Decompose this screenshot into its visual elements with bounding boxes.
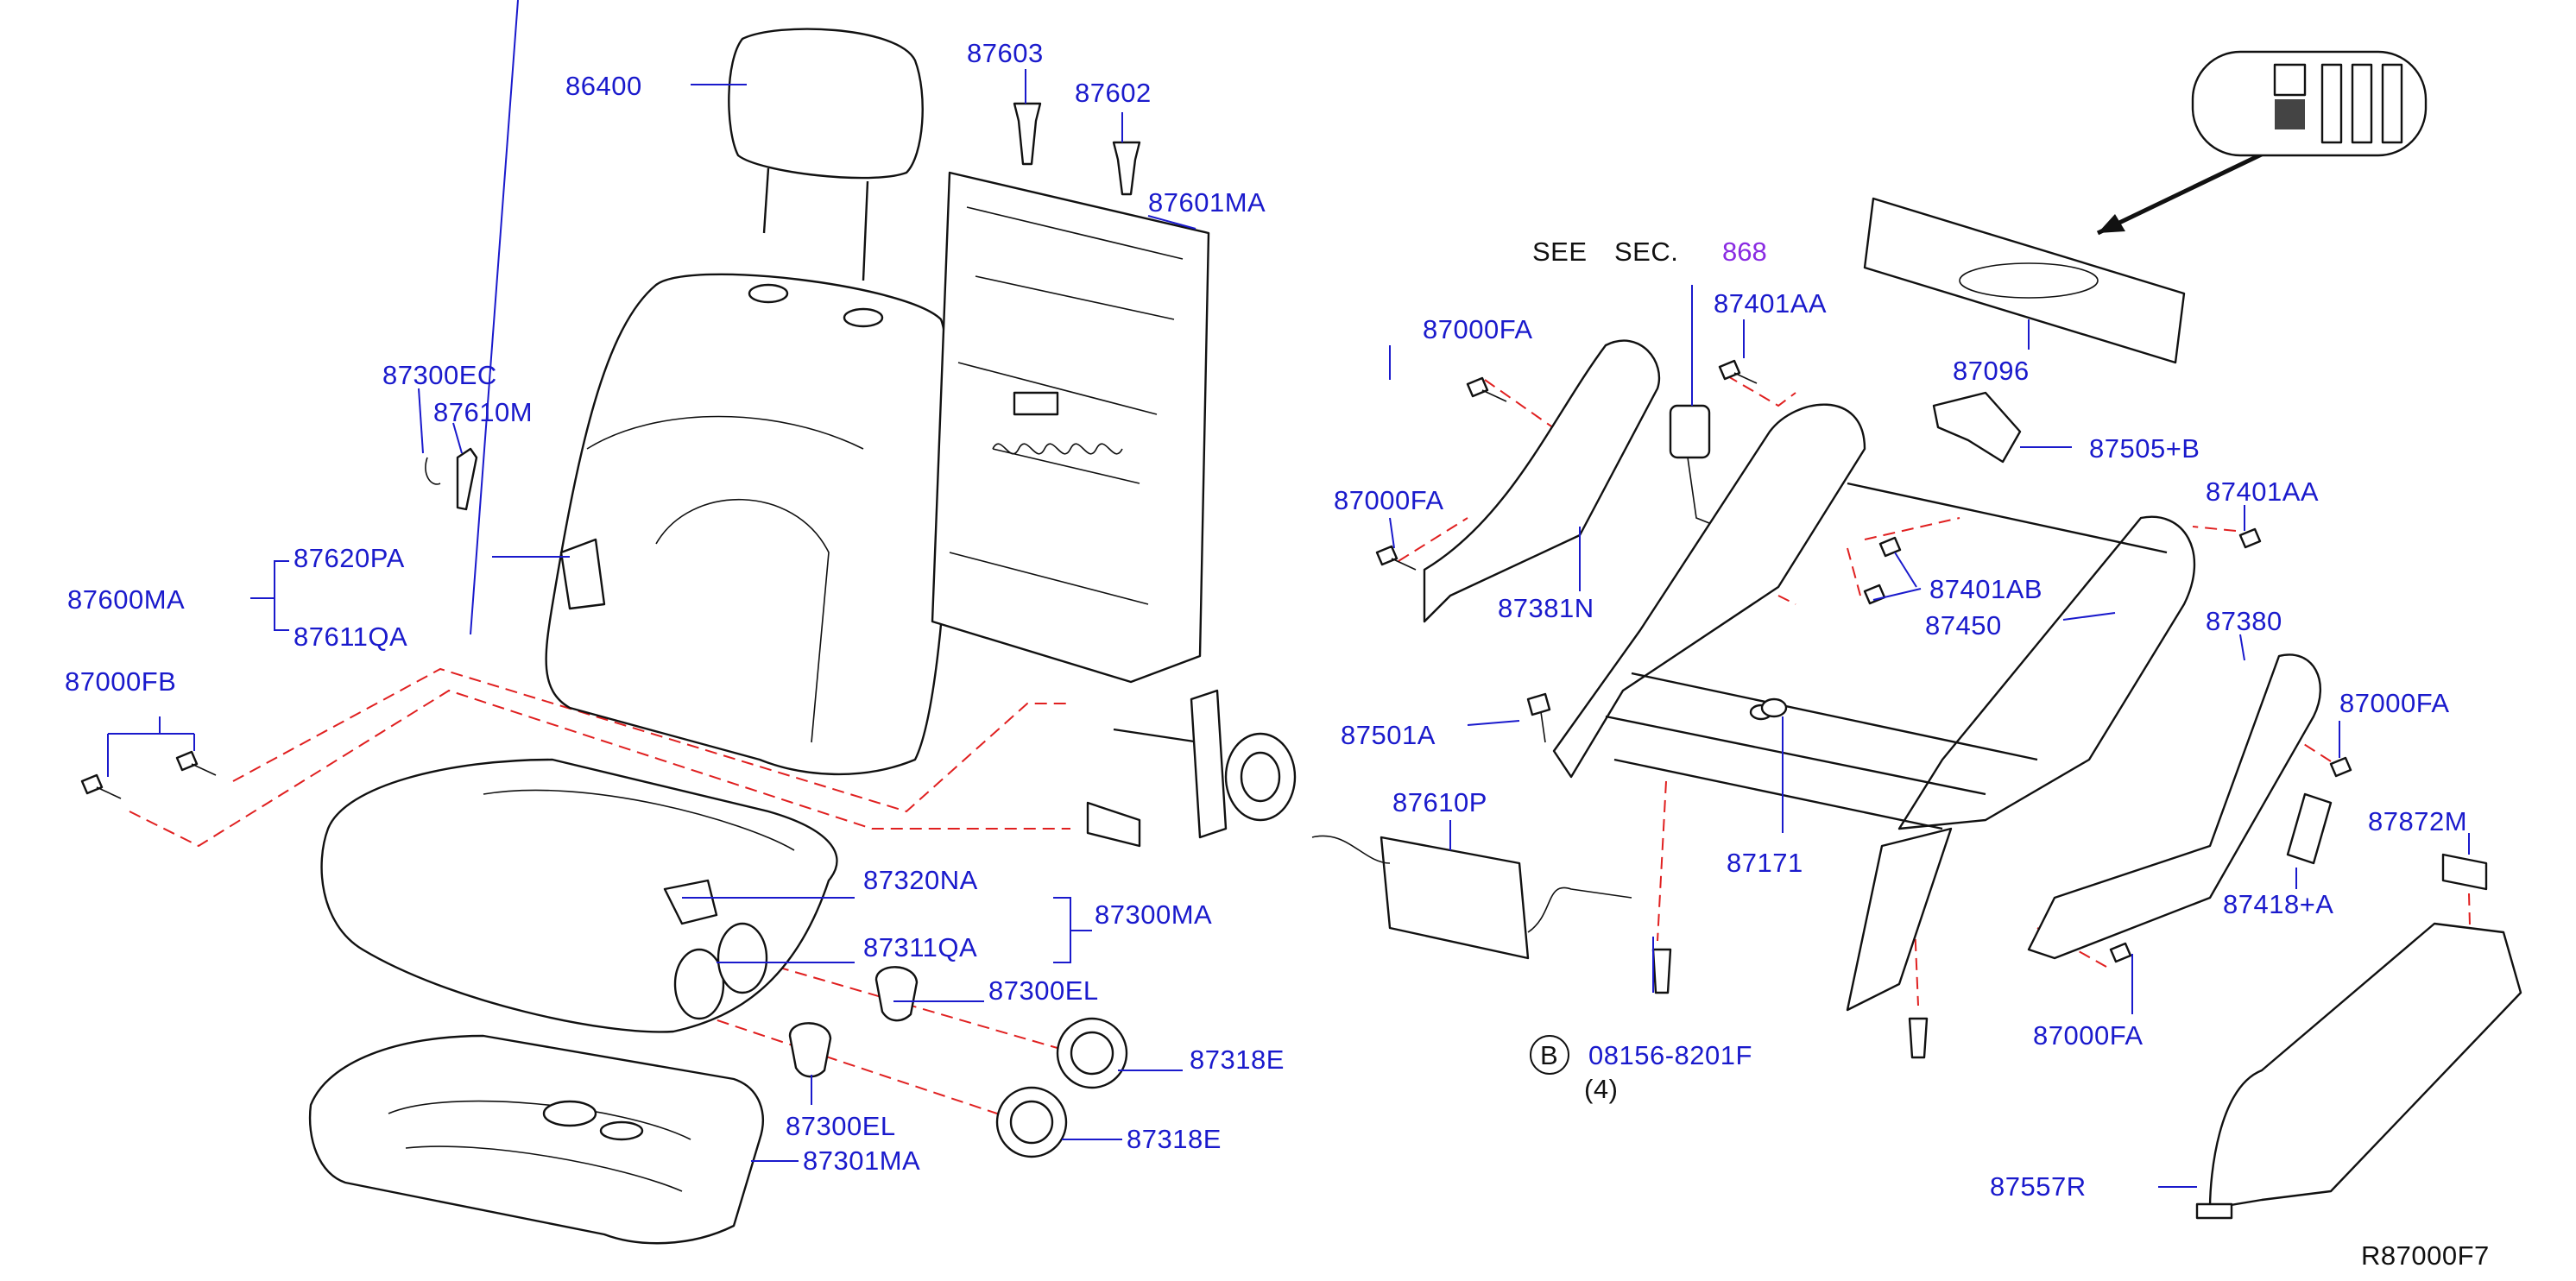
label-87000FA-1[interactable]: 87000FA xyxy=(1423,314,1533,344)
bolt-marker-b: B xyxy=(1540,1040,1558,1070)
label-87000FA-3[interactable]: 87000FA xyxy=(2339,688,2450,718)
label-87000FA-4[interactable]: 87000FA xyxy=(2033,1020,2144,1051)
guide-clips-part xyxy=(1013,102,1141,196)
seat-back-cover-part xyxy=(545,273,951,776)
label-87301MA[interactable]: 87301MA xyxy=(803,1145,920,1176)
label-87318E-a[interactable]: 87318E xyxy=(1190,1044,1285,1075)
label-87380[interactable]: 87380 xyxy=(2206,606,2282,636)
rail-cover-part xyxy=(2195,922,2522,1220)
label-87320NA[interactable]: 87320NA xyxy=(863,865,978,895)
knob-parts xyxy=(788,966,1128,1158)
label-87505B[interactable]: 87505+B xyxy=(2089,433,2200,464)
label-87401AA-1[interactable]: 87401AA xyxy=(1714,288,1827,319)
label-87096[interactable]: 87096 xyxy=(1953,356,2030,386)
bolt-callout[interactable]: B 08156-8201F (4) xyxy=(1530,1035,1752,1104)
diagram-reference-code: R87000F7 xyxy=(2361,1240,2490,1271)
side-finisher-outer-part xyxy=(2027,653,2333,960)
label-87600MA[interactable]: 87600MA xyxy=(67,584,185,615)
label-87620PA[interactable]: 87620PA xyxy=(294,543,405,573)
sec-text: SEC. xyxy=(1614,237,1678,267)
line-art xyxy=(80,28,2522,1245)
label-87610P[interactable]: 87610P xyxy=(1392,787,1487,817)
label-87610M[interactable]: 87610M xyxy=(433,397,533,427)
label-87381N[interactable]: 87381N xyxy=(1498,593,1594,623)
seat-rail-part xyxy=(1863,50,2428,364)
seat-back-frame-part xyxy=(931,171,1210,684)
seat-heater-part xyxy=(1311,835,1632,960)
label-87318E-b[interactable]: 87318E xyxy=(1127,1124,1222,1154)
label-87418A[interactable]: 87418+A xyxy=(2223,889,2333,919)
see-text: SEE xyxy=(1532,237,1588,267)
label-87603[interactable]: 87603 xyxy=(967,38,1044,68)
label-87501A[interactable]: 87501A xyxy=(1341,720,1436,750)
headrest-part xyxy=(728,28,924,281)
label-08156-8201F[interactable]: 08156-8201F xyxy=(1588,1040,1752,1070)
label-87300MA[interactable]: 87300MA xyxy=(1095,899,1212,930)
seat-frame-part xyxy=(1552,403,2196,1012)
label-86400[interactable]: 86400 xyxy=(565,71,642,101)
seat-pan-part xyxy=(308,1034,764,1245)
label-87450[interactable]: 87450 xyxy=(1925,610,2002,640)
clip-part xyxy=(2441,853,2488,891)
seat-cushion-part xyxy=(320,758,838,1033)
section-link-868[interactable]: 868 xyxy=(1722,237,1767,267)
hook-parts xyxy=(425,447,478,511)
leader-lines xyxy=(107,0,2470,1188)
label-87300EL-a[interactable]: 87300EL xyxy=(988,975,1099,1006)
side-finisher-inner-part xyxy=(1423,339,1719,623)
label-87872M[interactable]: 87872M xyxy=(2368,806,2467,836)
bolt-quantity: (4) xyxy=(1584,1074,1618,1104)
label-87311QA[interactable]: 87311QA xyxy=(863,932,977,962)
label-87611QA[interactable]: 87611QA xyxy=(294,622,407,652)
label-87000FA-2[interactable]: 87000FA xyxy=(1334,485,1444,515)
label-87557R[interactable]: 87557R xyxy=(1990,1171,2087,1202)
recliner-mechanism-part xyxy=(1086,689,1297,848)
part-labels: 86400 87603 87602 87601MA 87300EC 87610M… xyxy=(65,38,2490,1271)
label-87401AA-2[interactable]: 87401AA xyxy=(2206,476,2319,507)
label-87300EL-b[interactable]: 87300EL xyxy=(786,1111,896,1141)
label-87300EC[interactable]: 87300EC xyxy=(382,360,497,390)
bolt-icons xyxy=(80,359,2352,1059)
label-87401AB[interactable]: 87401AB xyxy=(1929,574,2042,604)
label-87000FB[interactable]: 87000FB xyxy=(65,666,176,697)
label-87171[interactable]: 87171 xyxy=(1727,848,1803,878)
label-87601MA[interactable]: 87601MA xyxy=(1148,187,1266,218)
bracket-part xyxy=(1932,391,2022,464)
label-87602[interactable]: 87602 xyxy=(1075,78,1152,108)
